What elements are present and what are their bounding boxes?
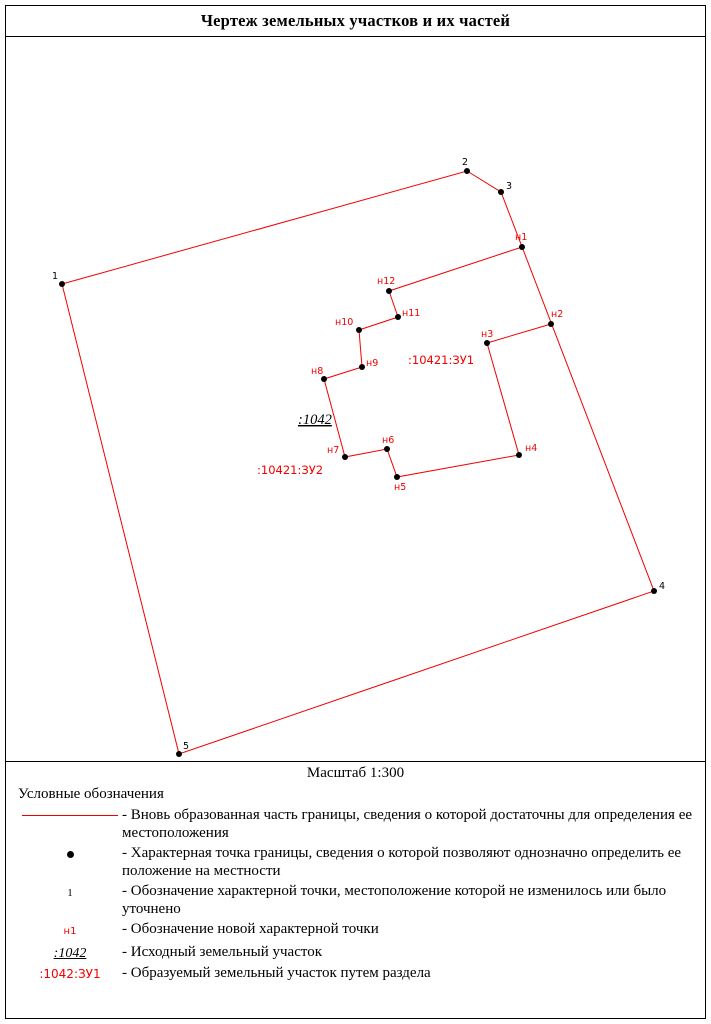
legend-item-text: - Характерная точка границы, сведения о … <box>122 845 682 879</box>
boundary-point-н4 <box>516 452 522 458</box>
point-label-2: 2 <box>462 157 468 168</box>
point-label-н5: н5 <box>394 482 406 493</box>
boundary-point-н6 <box>384 446 390 452</box>
legend-item-text: - Образуемый земельный участок путем раз… <box>122 965 431 981</box>
point-label-н1: н1 <box>515 232 527 243</box>
boundary-point-н11 <box>395 314 401 320</box>
point-label-н3: н3 <box>481 329 493 340</box>
legend-item-text: - Обозначение характерной точки, местопо… <box>122 883 667 917</box>
outer-boundary-line <box>61 170 655 755</box>
boundary-point-н5 <box>394 474 400 480</box>
boundary-point-н10 <box>356 327 362 333</box>
point-label-3: 3 <box>506 181 512 192</box>
new-parcel-swatch: :1042:ЗУ1 <box>39 967 101 981</box>
parcel-label: :10421:ЗУ1 <box>408 353 474 367</box>
boundary-point-н9 <box>359 364 365 370</box>
legend-symbol-dot <box>18 845 122 863</box>
point-label-н2: н2 <box>551 309 563 320</box>
black-point-dot-swatch <box>66 851 74 858</box>
parcel-label: :10421:ЗУ2 <box>257 463 323 477</box>
point-label-н10: н10 <box>335 317 353 328</box>
legend-symbol-new-point: н1 <box>18 921 122 941</box>
legend-section: Условные обозначения - Вновь образованна… <box>6 784 705 984</box>
legend-rows: - Вновь образованная часть границы, свед… <box>18 807 695 984</box>
parcel-drawing-area: 1 2 3 4 5 н1 н2 н3 н4 н5 н6 н7 н8 н9 н10 н11 н12 :10421:З… <box>6 37 705 761</box>
legend-item: - Характерная точка границы, сведения о … <box>18 845 695 880</box>
boundary-point-н1 <box>519 244 525 250</box>
point-label-4: 4 <box>659 581 665 592</box>
point-label-5: 5 <box>183 741 189 752</box>
legend-title: Условные обозначения <box>18 786 164 802</box>
point-label-н6: н6 <box>382 435 394 446</box>
point-label-н8: н8 <box>311 366 323 377</box>
point-label-н7: н7 <box>327 445 339 456</box>
boundary-point-3 <box>498 189 504 195</box>
point-label-н12: н12 <box>377 276 395 287</box>
legend-symbol-line <box>18 807 122 825</box>
point-label-н9: н9 <box>366 358 378 369</box>
document-page: Чертеж земельных участков и их частей 1 2… <box>5 5 706 1019</box>
old-point-swatch: 1 <box>67 887 73 899</box>
point-label-н4: н4 <box>525 443 537 454</box>
scale-label: Масштаб 1:300 <box>6 761 705 784</box>
boundary-point-н3 <box>484 340 490 346</box>
boundary-point-4 <box>651 588 657 594</box>
divider-boundary-line <box>323 246 552 478</box>
boundary-point-н2 <box>548 321 554 327</box>
legend-item: :1042:ЗУ1 - Образуемый земельный участок … <box>18 965 695 984</box>
point-label-1: 1 <box>52 271 58 282</box>
boundary-point-н12 <box>386 288 392 294</box>
legend-item: :1042 - Исходный земельный участок <box>18 944 695 963</box>
legend-item-text: - Обозначение новой характерной точки <box>122 921 379 937</box>
legend-item-text: - Исходный земельный участок <box>122 943 322 960</box>
legend-item-text: - Вновь образованная часть границы, свед… <box>122 807 693 841</box>
new-point-swatch: н1 <box>63 926 77 937</box>
page-title: Чертеж земельных участков и их частей <box>6 6 705 37</box>
boundary-point-1 <box>59 281 65 287</box>
legend-item: - Вновь образованная часть границы, свед… <box>18 807 695 842</box>
boundary-point-5 <box>176 751 182 757</box>
legend-symbol-parent-parcel: :1042 <box>18 944 122 963</box>
red-boundary-line-swatch <box>22 815 118 816</box>
legend-item: н1 - Обозначение новой характерной точки <box>18 921 695 941</box>
boundary-point-н8 <box>321 376 327 382</box>
cadastral-plan-svg: 1 2 3 4 5 н1 н2 н3 н4 н5 н6 н7 н8 н9 н10 н11 н12 :10421:З… <box>52 157 665 757</box>
boundary-point-2 <box>464 168 470 174</box>
boundary-point-н7 <box>342 454 348 460</box>
legend-symbol-new-parcel: :1042:ЗУ1 <box>18 965 122 984</box>
parcel-label: :1042 <box>298 412 332 428</box>
legend-symbol-old-point: 1 <box>18 883 122 903</box>
legend-item: 1 - Обозначение характерной точки, местоп… <box>18 883 695 918</box>
point-label-н11: н11 <box>402 308 420 319</box>
parent-parcel-swatch: :1042 <box>53 945 87 961</box>
